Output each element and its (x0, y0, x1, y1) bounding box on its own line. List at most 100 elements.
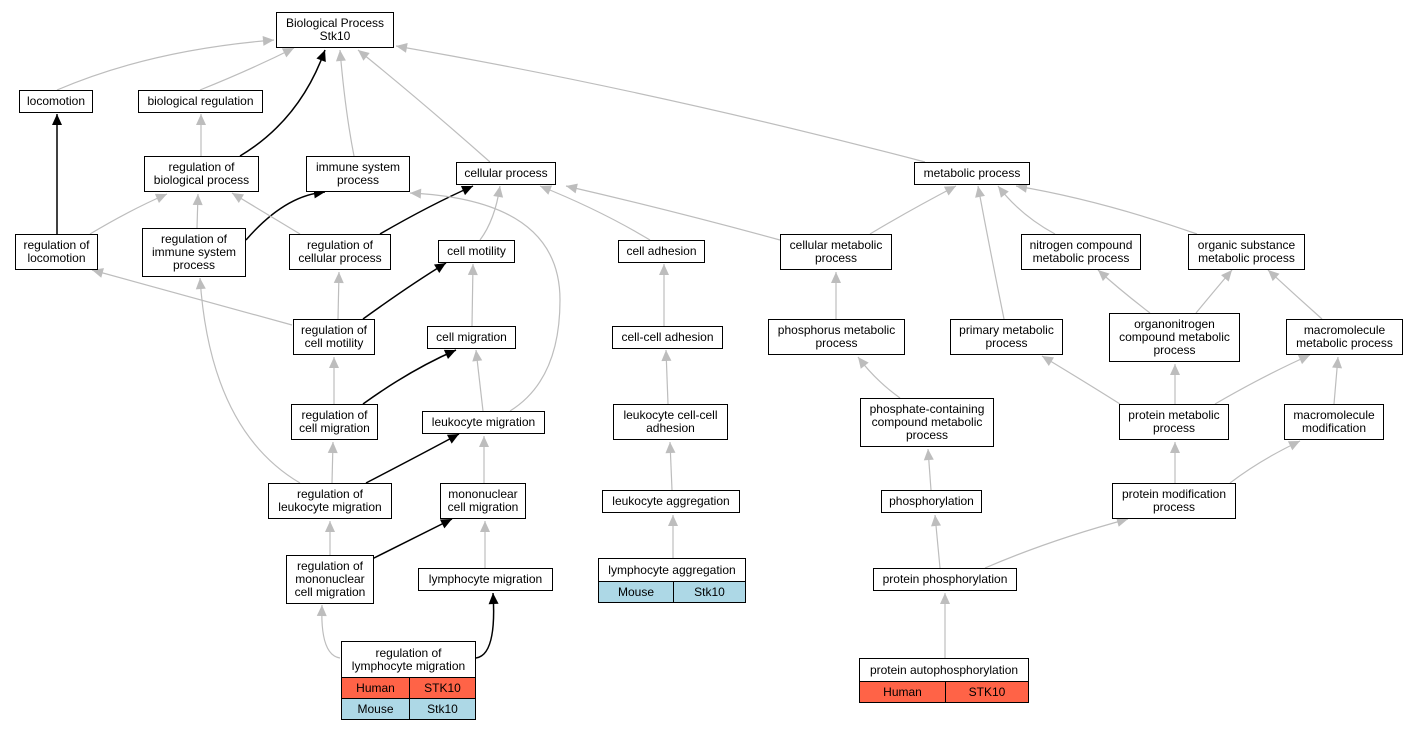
table-row-human: Human STK10 (342, 677, 475, 698)
node-lymphocyte-aggregation[interactable]: lymphocyte aggregation Mouse Stk10 (598, 558, 746, 603)
edge-arrowhead (316, 605, 327, 617)
species-cell: Mouse (599, 582, 673, 602)
edge-arrowhead (329, 357, 339, 368)
node-nitrogen-compound-metabolic-process[interactable]: nitrogen compound metabolic process (1021, 234, 1141, 270)
node-metabolic-process[interactable]: metabolic process (914, 162, 1030, 185)
node-regulation-of-immune-system-process[interactable]: regulation of immune system process (142, 228, 246, 277)
node-primary-metabolic-process[interactable]: primary metabolic process (950, 319, 1063, 355)
node-biological-process-root[interactable]: Biological Process Stk10 (276, 12, 394, 48)
edge-arrowhead (540, 185, 553, 195)
node-mononuclear-cell-migration[interactable]: mononuclear cell migration (440, 483, 526, 519)
edge-line (199, 277, 301, 484)
edge-line (1041, 355, 1121, 405)
edge-arrowhead (262, 35, 274, 46)
node-organonitrogen-compound-metabolic-process[interactable]: organonitrogen compound metabolic proces… (1109, 313, 1240, 362)
node-cell-cell-adhesion[interactable]: cell-cell adhesion (612, 326, 723, 349)
edge-arrowhead (92, 268, 104, 278)
node-regulation-of-biological-process[interactable]: regulation of biological process (144, 156, 259, 192)
edge-line (539, 185, 651, 241)
edge-line (362, 262, 447, 320)
edge-arrowhead (434, 263, 446, 274)
edge-arrowhead (1332, 357, 1343, 369)
edge-arrowhead (327, 442, 338, 454)
edge-arrowhead (1170, 442, 1180, 453)
edge-line (56, 39, 275, 91)
node-locomotion[interactable]: locomotion (19, 90, 93, 113)
edge-line (239, 49, 326, 157)
node-phosphorus-metabolic-process[interactable]: phosphorus metabolic process (768, 319, 905, 355)
node-lymphocyte-migration[interactable]: lymphocyte migration (418, 568, 553, 591)
edge-line (565, 185, 781, 241)
node-macromolecule-modification[interactable]: macromolecule modification (1284, 404, 1384, 440)
node-cell-motility[interactable]: cell motility (438, 240, 515, 263)
edge-arrowhead (668, 515, 678, 526)
node-leukocyte-cell-cell-adhesion[interactable]: leukocyte cell-cell adhesion (613, 404, 728, 440)
edge-line (245, 191, 326, 241)
node-cell-migration[interactable]: cell migration (427, 326, 516, 349)
node-leukocyte-migration[interactable]: leukocyte migration (422, 411, 545, 434)
edge-arrowhead (665, 442, 676, 454)
edge-arrowhead (396, 42, 408, 53)
node-protein-modification-process[interactable]: protein modification process (1112, 483, 1236, 519)
node-biological-regulation[interactable]: biological regulation (138, 90, 263, 113)
edge-arrowhead (479, 436, 489, 447)
gene-cell: Stk10 (409, 699, 475, 719)
node-protein-phosphorylation[interactable]: protein phosphorylation (873, 568, 1017, 591)
table-title: protein autophosphorylation (869, 662, 1019, 677)
node-protein-autophosphorylation[interactable]: protein autophosphorylation Human STK10 (859, 658, 1029, 703)
node-organic-substance-metabolic-process[interactable]: organic substance metabolic process (1188, 234, 1305, 270)
edge-arrowhead (467, 264, 478, 276)
edge-arrowhead (488, 593, 499, 605)
node-regulation-of-cell-motility[interactable]: regulation of cell motility (293, 319, 375, 355)
edge-arrowhead (998, 186, 1009, 198)
node-cellular-process[interactable]: cellular process (456, 162, 556, 185)
edge-arrowhead (975, 186, 985, 198)
edge-line (199, 47, 295, 91)
edge-arrowhead (1016, 182, 1028, 193)
edge-line (395, 45, 926, 163)
edge-arrowhead (460, 185, 473, 196)
node-phosphorylation[interactable]: phosphorylation (881, 490, 982, 513)
table-title: regulation of lymphocyte migration (351, 645, 466, 673)
table-row-mouse: Mouse Stk10 (599, 581, 745, 602)
node-regulation-of-locomotion[interactable]: regulation of locomotion (15, 234, 98, 270)
node-regulation-of-leukocyte-migration[interactable]: regulation of leukocyte migration (268, 483, 392, 519)
edge-line (357, 49, 491, 163)
edge-arrowhead (1221, 270, 1232, 282)
node-protein-metabolic-process[interactable]: protein metabolic process (1119, 404, 1229, 440)
edge-line (379, 185, 474, 235)
edge-line (365, 433, 460, 484)
edge-line (1214, 354, 1311, 405)
node-phosphate-containing-compound-metabolic-process[interactable]: phosphate-containing compound metabolic … (860, 398, 994, 447)
edge-arrowhead (493, 186, 504, 198)
node-regulation-of-cellular-process[interactable]: regulation of cellular process (289, 234, 391, 270)
node-cell-adhesion[interactable]: cell adhesion (618, 240, 705, 263)
edge-arrowhead (446, 434, 459, 444)
species-cell: Human (342, 678, 409, 698)
species-cell: Mouse (342, 699, 409, 719)
edge-arrowhead (443, 349, 456, 360)
node-cellular-metabolic-process[interactable]: cellular metabolic process (780, 234, 892, 270)
edge-arrowhead (195, 278, 206, 290)
node-leukocyte-aggregation[interactable]: leukocyte aggregation (602, 490, 740, 513)
edge-arrowhead (1297, 354, 1310, 365)
node-regulation-of-lymphocyte-migration[interactable]: regulation of lymphocyte migration Human… (341, 641, 476, 720)
edge-arrowhead (480, 521, 490, 532)
edge-arrowhead (335, 50, 346, 62)
edge-arrowhead (1042, 356, 1054, 366)
edge-arrowhead (410, 188, 422, 199)
edge-arrowhead (661, 350, 672, 362)
edge-arrowhead (232, 193, 244, 203)
edge-arrowhead (659, 264, 669, 275)
node-regulation-of-cell-migration[interactable]: regulation of cell migration (291, 404, 378, 440)
edge-line (1229, 440, 1301, 484)
edge-arrowhead (831, 272, 841, 283)
node-macromolecule-metabolic-process[interactable]: macromolecule metabolic process (1286, 319, 1403, 355)
edge-arrowhead (192, 194, 203, 206)
edge-arrowhead (1287, 441, 1300, 451)
node-regulation-of-mononuclear-cell-migration[interactable]: regulation of mononuclear cell migration (286, 555, 374, 604)
edge-line (869, 185, 957, 235)
edge-arrowhead (281, 48, 294, 58)
node-immune-system-process[interactable]: immune system process (306, 156, 410, 192)
